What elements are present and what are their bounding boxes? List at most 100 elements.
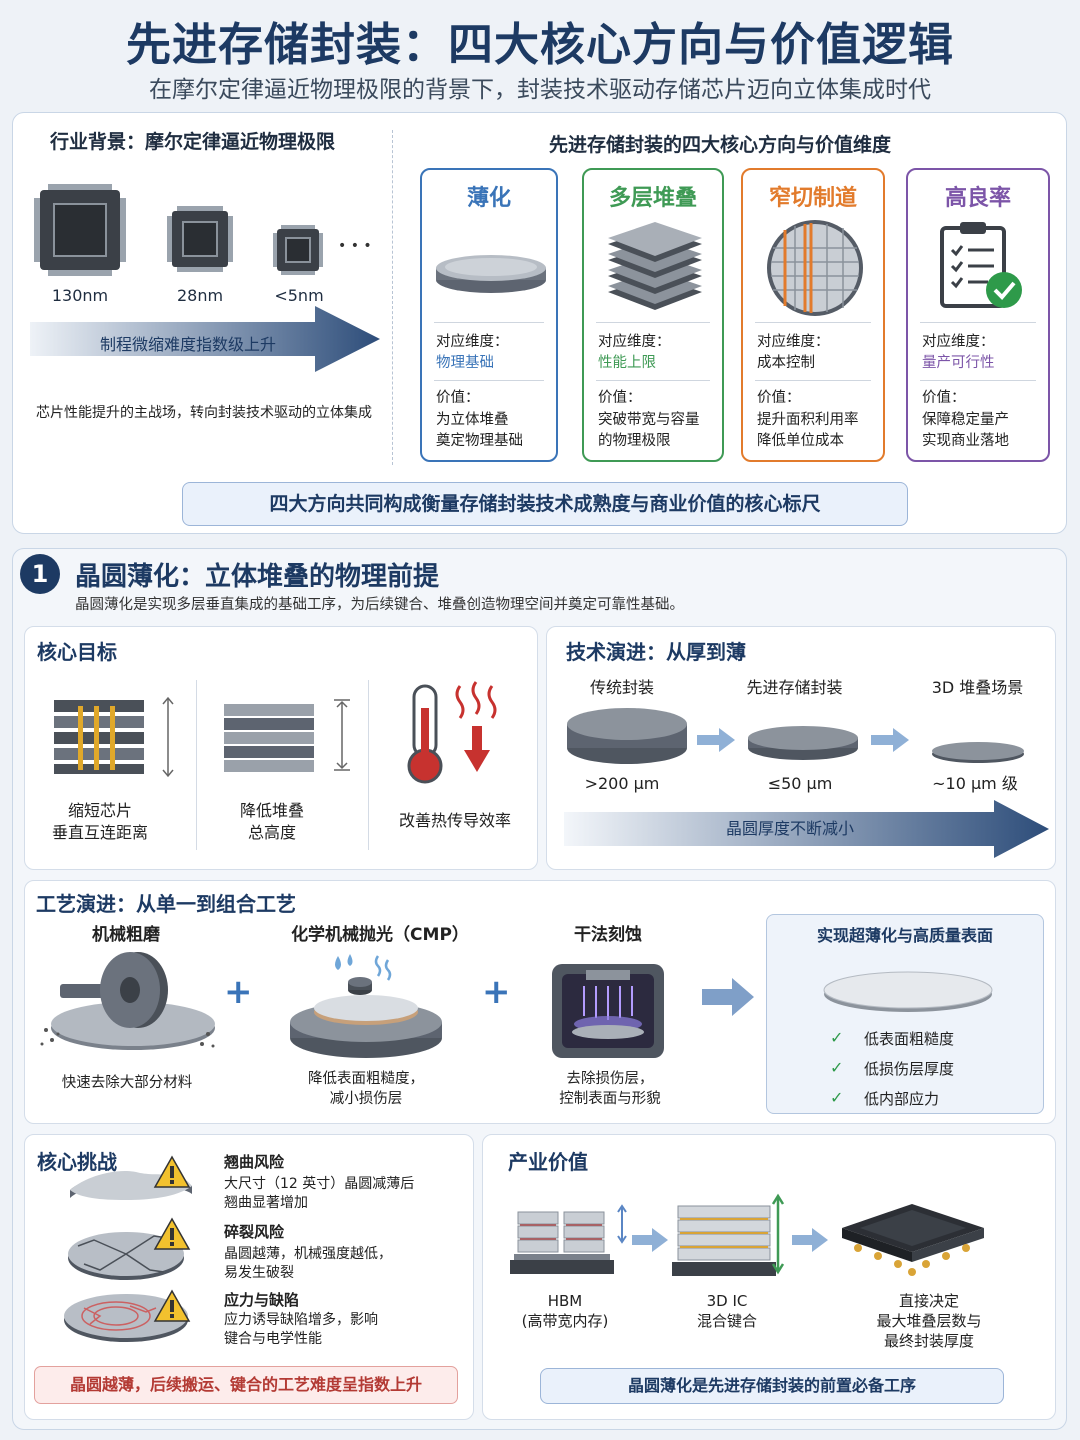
stressed-wafer-icon (64, 1294, 188, 1342)
goal-3-label: 改善热传导效率 (398, 811, 511, 830)
scaling-arrow (30, 306, 380, 372)
dimension-value: 成本控制 (757, 355, 815, 371)
thin-wafer-result-icon (823, 971, 993, 1012)
value-line-2: 的物理极限 (598, 433, 671, 449)
evolution-step-arrow (871, 728, 909, 752)
value-package-line-2: 最大堆叠层数与 (876, 1312, 982, 1330)
stage-3d-label: 3D 堆叠场景 (931, 678, 1024, 697)
result-check-1: ✓ (830, 1028, 844, 1047)
result-item-3: 低内部应力 (864, 1090, 940, 1108)
direction-card-dicing: 窄切制道 对应维度： 成本控制 价值： 提升面积利用率 降低单位成本 (741, 168, 885, 462)
value-hbm-line-2: (高带宽内存) (521, 1312, 609, 1330)
direction-title: 窄切制道 (768, 186, 857, 211)
wafer-ultrathin-icon (932, 742, 1024, 763)
dimension-label: 对应维度： (436, 334, 509, 350)
panel-divider (392, 130, 393, 465)
goal-divider (368, 680, 369, 850)
challenge-warp-desc-2: 翘曲显著增加 (224, 1195, 308, 1211)
dimension-value: 量产可行性 (922, 355, 995, 371)
step-cmp-title: 化学机械抛光（CMP） (291, 925, 469, 945)
value-3dic-line-1: 3D IC (706, 1292, 748, 1310)
wafer-thin-icon (436, 255, 546, 293)
goal-2-line-1: 降低堆叠 (239, 801, 304, 820)
challenge-warp-title: 翘曲风险 (224, 1153, 285, 1171)
thickness-3d: ~10 μm 级 (932, 774, 1018, 793)
value-step-arrow (632, 1228, 668, 1252)
core-goals-heading: 核心目标 (37, 640, 117, 664)
challenges-heading: 核心挑战 (37, 1150, 117, 1174)
value-hbm-line-1: HBM (547, 1292, 583, 1310)
chip-130nm-icon (34, 184, 126, 276)
stage-traditional-label: 传统封装 (589, 678, 654, 697)
value-line-1: 保障稳定量产 (922, 412, 1009, 428)
section1-desc: 晶圆薄化是实现多层垂直集成的基础工序，为后续键合、堆叠创造物理空间并奠定可靠性基… (75, 597, 684, 613)
value-line-1: 提升面积利用率 (757, 412, 859, 428)
challenge-crack-title: 碎裂风险 (224, 1223, 285, 1241)
warning-icon (153, 1155, 191, 1188)
step-grinding-desc: 快速去除大部分材料 (61, 1075, 193, 1091)
process-heading: 工艺演进：从单一到组合工艺 (36, 892, 296, 916)
industry-value-banner: 晶圆薄化是先进存储封装的前置必备工序 (540, 1368, 1004, 1404)
section-number-badge: 1 (20, 554, 60, 594)
package-icon (842, 1204, 984, 1276)
scaling-arrow-label: 制程微缩难度指数级上升 (100, 335, 277, 354)
dry-etch-chamber-icon (552, 964, 664, 1058)
wafer-thick-icon (567, 708, 687, 764)
stage-advanced-label: 先进存储封装 (746, 678, 843, 697)
chip-5nm-icon (273, 225, 323, 275)
challenge-stress-title: 应力与缺陷 (224, 1291, 300, 1309)
direction-title: 薄化 (466, 186, 511, 211)
result-title: 实现超薄化与高质量表面 (816, 926, 993, 945)
result-check-3: ✓ (830, 1088, 844, 1107)
result-check-2: ✓ (830, 1058, 844, 1077)
step-etch-desc-2: 控制表面与形貌 (559, 1091, 661, 1107)
node-label-5nm: <5nm (274, 286, 324, 305)
value-label: 价值： (757, 390, 801, 406)
section1-title: 晶圆薄化：立体堆叠的物理前提 (75, 562, 440, 592)
plus-sign: + (224, 972, 253, 1012)
directions-summary-banner: 四大方向共同构成衡量存储封装技术成熟度与商业价值的核心标尺 (182, 482, 908, 526)
step-etch-desc-1: 去除损伤层， (566, 1071, 654, 1087)
thickness-reduce-arrow (564, 800, 1049, 858)
thickness-advanced: ≤50 μm (767, 774, 833, 793)
challenge-stress-desc-1: 应力诱导缺陷增多，影响 (224, 1312, 378, 1328)
cracked-wafer-icon (68, 1232, 184, 1280)
value-label: 价值： (922, 390, 966, 406)
value-label: 价值： (598, 390, 642, 406)
direction-card-stacking: 多层堆叠 对应维度： 性能上限 价值： 突破带宽与容量 的物理极限 (582, 168, 724, 462)
goal-1-line-2: 垂直互连距离 (51, 823, 148, 842)
thermometer-icon (407, 681, 497, 784)
node-label-130nm: 130nm (51, 286, 109, 305)
wafer-dicing-icon (767, 220, 863, 316)
direction-card-thinning: 薄化 对应维度： 物理基础 价值： 为立体堆叠 奠定物理基础 (420, 168, 558, 462)
challenge-crack-desc-2: 易发生破裂 (224, 1265, 294, 1281)
process-result-arrow (702, 978, 754, 1016)
step-etching-title: 干法刻蚀 (574, 925, 642, 945)
hbm-stack-icon (510, 1204, 627, 1274)
background-heading: 行业背景：摩尔定律逼近物理极限 (50, 131, 336, 153)
goal-divider (196, 680, 197, 850)
wafer-medium-icon (748, 726, 858, 760)
stacked-layers-icon (608, 222, 702, 310)
dimension-label: 对应维度： (922, 334, 995, 350)
value-3dic-line-2: 混合键合 (696, 1312, 757, 1330)
warning-icon (153, 1217, 191, 1250)
step-cmp-desc-1: 降低表面粗糙度， (308, 1071, 424, 1087)
chip-dots: • • • (338, 238, 372, 254)
value-line-2: 降低单位成本 (757, 433, 844, 449)
value-line-2: 实现商业落地 (922, 433, 1009, 449)
evolution-heading: 技术演进：从厚到薄 (566, 640, 746, 664)
directions-heading: 先进存储封装的四大核心方向与价值维度 (548, 134, 891, 156)
dimension-label: 对应维度： (757, 334, 830, 350)
industry-value-heading: 产业价值 (508, 1150, 588, 1174)
dimension-label: 对应维度： (598, 334, 671, 350)
stack-height-icon (224, 699, 350, 772)
goal-2-line-2: 总高度 (247, 823, 296, 842)
value-line-1: 为立体堆叠 (436, 412, 509, 428)
dimension-value: 物理基础 (436, 355, 494, 371)
step-cmp-desc-2: 减小损伤层 (329, 1091, 403, 1107)
chip-28nm-icon (167, 206, 233, 272)
value-step-arrow (792, 1228, 828, 1252)
value-package-line-3: 最终封装厚度 (883, 1332, 974, 1350)
result-item-1: 低表面粗糙度 (864, 1030, 955, 1048)
